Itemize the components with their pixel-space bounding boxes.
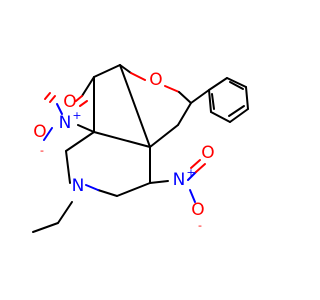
bond-lines: [32, 64, 249, 233]
bond-ring-o-left: [130, 72, 146, 81]
bond-nitro1-o-top-b: [44, 92, 51, 100]
nitro-2-negative-charge: -: [198, 219, 202, 232]
structure-diagram: O O N N + O - N + O O -: [32, 64, 249, 233]
molecule-canvas: O O N N + O - N + O O -: [32, 64, 249, 233]
bond-nitro1-bottom: [43, 127, 53, 141]
phenyl-double-bond-2: [228, 105, 245, 117]
bond-c4-c5: [178, 91, 192, 104]
bond-nitro2-o-top-a: [195, 163, 206, 173]
bond-nitro1-top: [56, 103, 63, 115]
bond-nitro2-o-top-b: [190, 159, 201, 169]
phenyl-double-bond-1: [229, 81, 244, 90]
bond-nitro2-top: [187, 171, 197, 181]
bond-c8-c9: [116, 182, 151, 197]
bond-c11-c7: [93, 131, 151, 148]
phenyl-bond-3: [245, 86, 249, 110]
phenyl-bond-4: [229, 108, 249, 123]
ring-oxygen: O: [149, 70, 162, 90]
phenyl-bond-6: [208, 89, 212, 113]
phenyl-bond-5: [210, 111, 231, 123]
nitro-2-oxygen-top: O: [201, 143, 214, 163]
nitro-2-oxygen-bottom: O: [191, 200, 204, 220]
nitro-1-positive-charge: +: [72, 109, 81, 122]
bond-c2-ring-o-carbon: [119, 64, 132, 74]
nitro-1-nitrogen: N: [59, 113, 72, 133]
bond-c9-n: [97, 189, 118, 197]
bond-carbonyl-c: [81, 76, 95, 97]
bond-c6-c7: [149, 124, 179, 148]
nitro-2-positive-charge: +: [186, 166, 195, 179]
bond-n-left: [85, 184, 99, 191]
bond-ethyl-2: [32, 222, 59, 233]
bond-carbonyl-o-b: [79, 100, 88, 107]
bond-n-c10: [65, 150, 71, 184]
phenyl-double-bond-3: [211, 93, 215, 110]
bond-nitro1-o-top-a: [49, 95, 56, 103]
phenyl-bond-2: [226, 77, 247, 88]
bond-ethyl-1: [57, 201, 73, 224]
bond-nitro2-bottom: [189, 189, 196, 203]
phenyl-bond-1: [208, 77, 228, 91]
bond-carbonyl-o-a: [75, 95, 83, 102]
bond-c5-c6: [177, 102, 192, 126]
carbonyl-oxygen: O: [63, 92, 76, 112]
bond-c1-c2: [93, 64, 121, 78]
nitro-1-oxygen-left: O: [33, 122, 46, 142]
bond-bridge: [119, 64, 151, 148]
atom-labels: O O N N + O - N + O O -: [33, 70, 214, 232]
bond-c10-c11: [65, 131, 95, 152]
amine-nitrogen: N: [72, 176, 85, 196]
bond-c8-nitro2: [149, 180, 169, 184]
bond-phenyl-link: [190, 89, 210, 104]
nitro-1-negative-charge: -: [40, 144, 44, 157]
nitro-2-nitrogen: N: [173, 170, 186, 190]
bond-ring-o-right: [164, 85, 180, 93]
bond-c11-nitro1: [77, 124, 95, 133]
